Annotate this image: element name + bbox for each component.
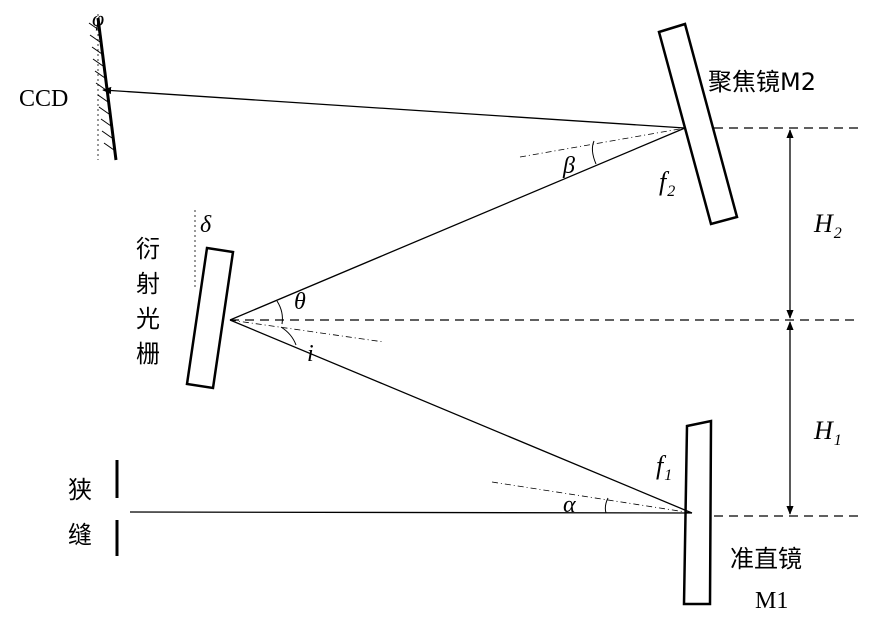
light-rays [102, 86, 693, 514]
svg-text:光: 光 [136, 305, 160, 333]
beta-label: β [562, 153, 575, 179]
collimator-label-line1: 准直镜 [730, 545, 802, 573]
i-label: i [307, 341, 314, 367]
f2-label: f2 [659, 167, 675, 200]
alpha-label: α [563, 492, 576, 518]
normal-lines [229, 127, 693, 514]
diffraction-grating [185, 246, 235, 390]
h1-label: H1 [813, 416, 842, 449]
theta-label: θ [294, 289, 306, 315]
phi-label: φ [92, 6, 104, 31]
svg-text:缝: 缝 [68, 521, 92, 549]
f1-label: f1 [656, 451, 672, 484]
focus-mirror-m2 [657, 22, 739, 226]
focus-mirror-label: 聚焦镜M2 [708, 68, 816, 96]
slit-label: 狭 缝 [68, 476, 92, 549]
ccd-label: CCD [19, 86, 68, 112]
delta-label: δ [200, 212, 212, 238]
grating-label: 衍 射 光 栅 [136, 235, 160, 368]
svg-text:栅: 栅 [136, 340, 160, 368]
svg-text:衍: 衍 [136, 235, 160, 263]
collimator-label-line2: M1 [755, 588, 788, 614]
ccd-detector [88, 17, 118, 161]
angle-arcs [276, 140, 609, 514]
reference-dashed-lines [230, 127, 860, 517]
svg-text:射: 射 [136, 270, 160, 298]
collimator-mirror-m1 [682, 419, 713, 606]
svg-text:狭: 狭 [68, 476, 92, 504]
h2-label: H2 [813, 209, 842, 242]
